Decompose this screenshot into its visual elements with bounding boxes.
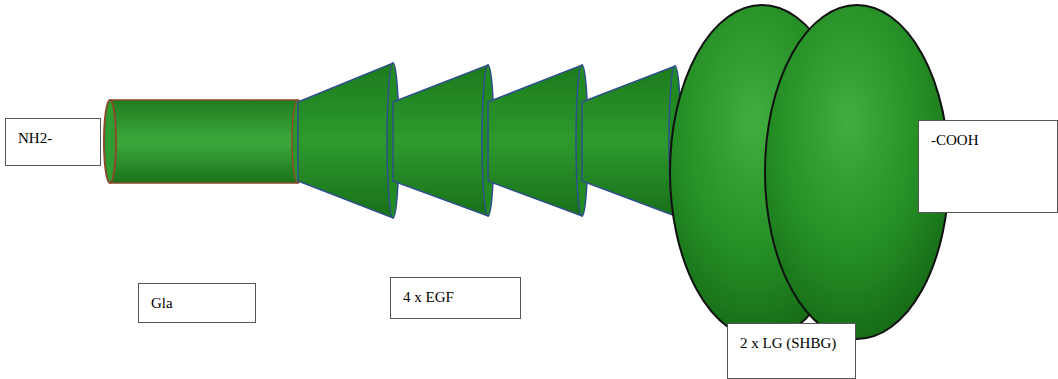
domain-label: NH2- xyxy=(18,129,88,147)
gla-cylinder xyxy=(104,100,304,183)
lg-domains xyxy=(670,5,949,339)
domain-label: 2 x LG (SHBG) xyxy=(740,334,840,352)
terminus-box: NH2- xyxy=(5,118,101,166)
domain-label: 4 x EGF xyxy=(403,288,508,306)
domain-label: -COOH xyxy=(931,131,1045,149)
domain-label-box: 2 x LG (SHBG) xyxy=(727,323,856,379)
egf-cones xyxy=(298,63,681,218)
domain-label-box: Gla xyxy=(138,283,256,323)
domain-label-box: 4 x EGF xyxy=(390,277,521,319)
terminus-box: -COOH xyxy=(918,120,1058,213)
domain-label: Gla xyxy=(151,294,243,312)
